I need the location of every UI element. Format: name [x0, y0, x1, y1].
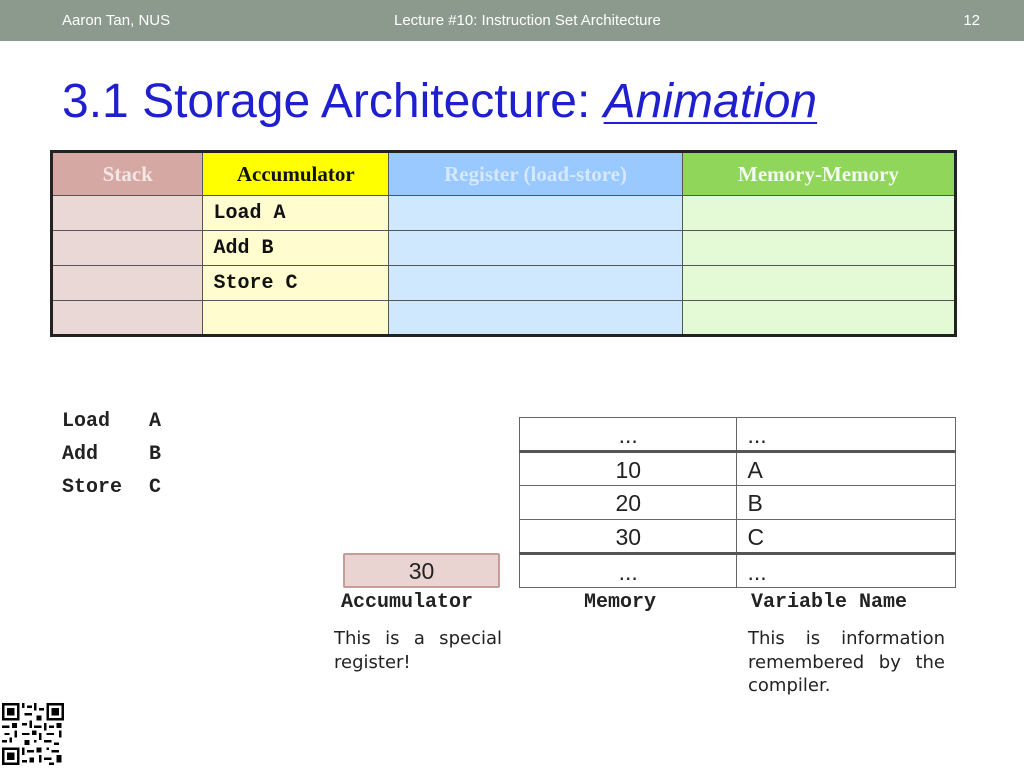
- memory-value-cell: 10: [518, 450, 738, 486]
- memory-value-cell: ...: [518, 417, 738, 452]
- register-cell: [388, 195, 683, 231]
- memory-row: 20 B: [518, 485, 956, 520]
- accumulator-column-header: Accumulator: [202, 151, 390, 196]
- page-number: 12: [963, 12, 980, 29]
- code-line: Store C: [62, 471, 161, 504]
- table-row: Load A: [50, 195, 957, 231]
- slide-title: 3.1 Storage Architecture: Animation: [62, 74, 817, 129]
- slide-title-main: 3.1 Storage Architecture:: [62, 75, 604, 128]
- memory-row: 10 A: [518, 450, 956, 486]
- memory-memory-cell: [681, 195, 957, 231]
- register-column-header: Register (load-store): [388, 151, 683, 196]
- variable-name-cell: A: [736, 450, 956, 486]
- register-cell: [388, 230, 683, 266]
- stack-cell: [50, 195, 204, 231]
- variable-name-label: Variable Name: [751, 591, 908, 614]
- code-listing: Load A Add B Store C: [62, 405, 161, 504]
- table-row: [50, 300, 957, 336]
- accumulator-label: Accumulator: [341, 591, 474, 614]
- stack-cell: [50, 265, 204, 301]
- memory-value-cell: 20: [518, 485, 738, 520]
- accumulator-cell: Store C: [202, 265, 390, 301]
- memory-row: ... ...: [518, 552, 956, 588]
- accumulator-cell: [202, 300, 390, 336]
- slide-title-animation-link[interactable]: Animation: [603, 75, 818, 128]
- memory-row: 30 C: [518, 519, 956, 554]
- memory-value-cell: 30: [518, 519, 738, 554]
- architecture-table: Stack Accumulator Register (load-store) …: [50, 150, 957, 337]
- table-row: Add B: [50, 230, 957, 266]
- memory-table: ... ... 10 A 20 B 30 C ... ...: [518, 417, 956, 588]
- accumulator-cell: Add B: [202, 230, 390, 266]
- accumulator-cell: Load A: [202, 195, 390, 231]
- variable-name-cell: B: [736, 485, 956, 520]
- code-arg: C: [149, 476, 162, 499]
- variable-name-cell: ...: [736, 552, 956, 588]
- memory-value-cell: ...: [518, 552, 738, 588]
- table-row: Store C: [50, 265, 957, 301]
- code-op: Load: [62, 410, 111, 433]
- variable-name-cell: C: [736, 519, 956, 554]
- memory-row: ... ...: [518, 417, 956, 452]
- lecture-title: Lecture #10: Instruction Set Architectur…: [394, 12, 661, 29]
- variable-name-note: This is information remembered by the co…: [748, 628, 945, 696]
- code-op: Add: [62, 443, 99, 466]
- author-label: Aaron Tan, NUS: [62, 12, 171, 29]
- variable-name-cell: ...: [736, 417, 956, 452]
- stack-cell: [50, 300, 204, 336]
- memory-memory-cell: [681, 300, 957, 336]
- memory-label: Memory: [584, 591, 657, 614]
- memory-memory-cell: [681, 265, 957, 301]
- stack-column-header: Stack: [50, 151, 204, 196]
- memory-memory-column-header: Memory-Memory: [681, 151, 957, 196]
- accumulator-register-box: 30: [343, 553, 500, 588]
- stack-cell: [50, 230, 204, 266]
- memory-memory-cell: [681, 230, 957, 266]
- qr-code-icon: [2, 703, 64, 765]
- accumulator-note: This is a special register!: [334, 628, 502, 673]
- code-arg: A: [149, 410, 162, 433]
- code-arg: B: [149, 443, 162, 466]
- slide-header: Aaron Tan, NUS Lecture #10: Instruction …: [0, 0, 1024, 41]
- register-cell: [388, 300, 683, 336]
- code-op: Store: [62, 476, 123, 499]
- code-line: Load A: [62, 405, 161, 438]
- register-cell: [388, 265, 683, 301]
- architecture-table-header-row: Stack Accumulator Register (load-store) …: [50, 151, 957, 196]
- code-line: Add B: [62, 438, 161, 471]
